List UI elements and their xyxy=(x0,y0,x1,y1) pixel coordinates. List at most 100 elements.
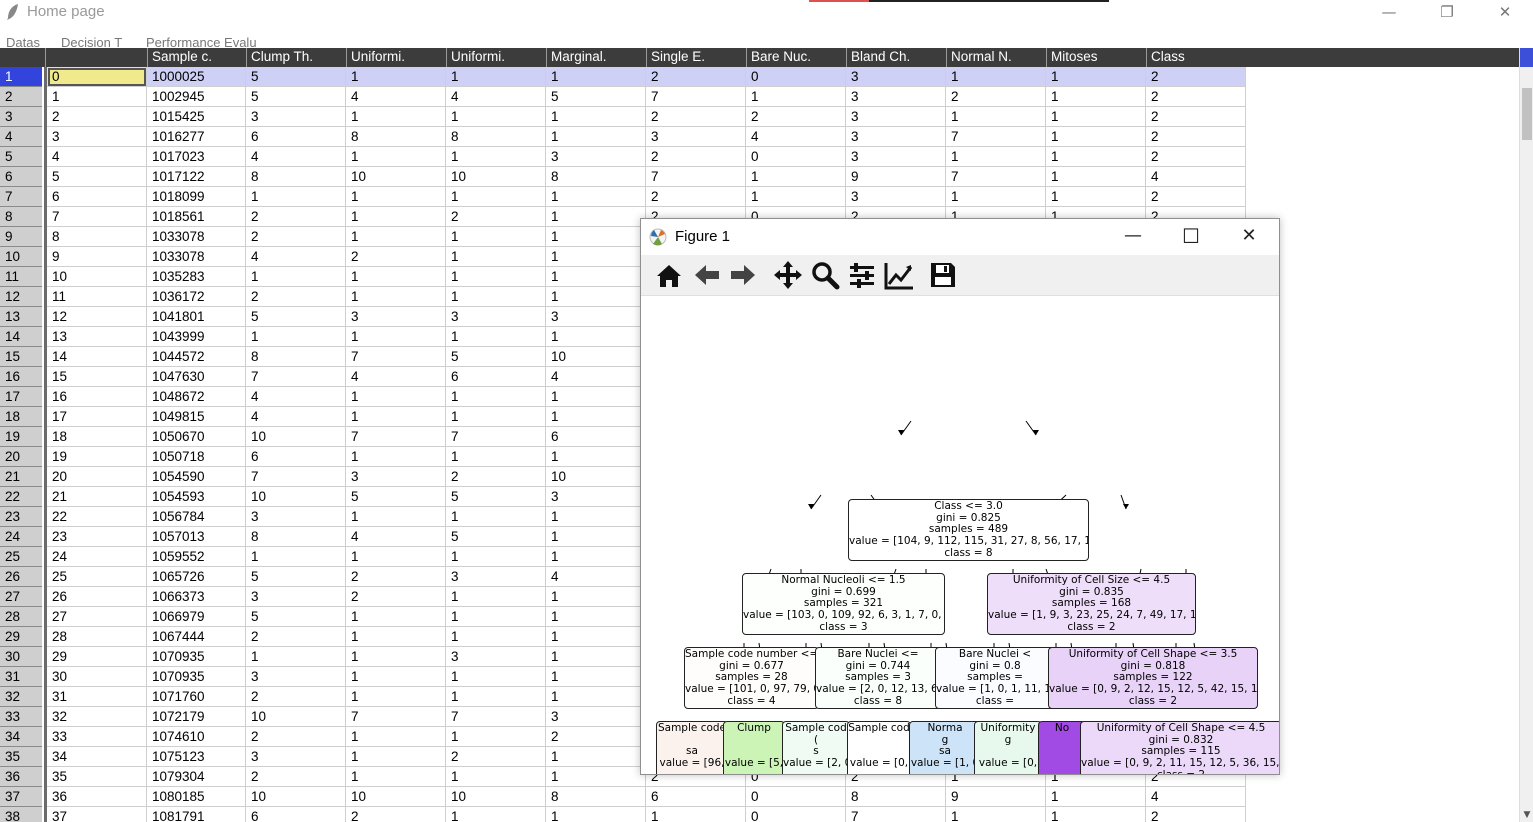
row-index[interactable]: 7 xyxy=(0,187,42,207)
pan-icon[interactable] xyxy=(772,259,804,291)
table-cell[interactable]: 3 xyxy=(546,147,646,167)
table-cell[interactable]: 3 xyxy=(246,107,346,127)
table-cell[interactable]: 8 xyxy=(246,347,346,367)
row-index[interactable]: 26 xyxy=(0,567,42,587)
table-cell[interactable]: 5 xyxy=(346,487,446,507)
table-cell[interactable]: 2 xyxy=(246,727,346,747)
table-cell[interactable]: 6 xyxy=(546,427,646,447)
table-cell[interactable]: 1 xyxy=(546,507,646,527)
table-cell[interactable]: 1041801 xyxy=(147,307,246,327)
table-cell[interactable]: 1 xyxy=(346,207,446,227)
table-cell[interactable]: 1 xyxy=(446,807,546,822)
table-cell[interactable]: 3 xyxy=(346,467,446,487)
row-index[interactable]: 22 xyxy=(0,487,42,507)
table-cell[interactable]: 7 xyxy=(346,427,446,447)
table-cell[interactable]: 10 xyxy=(47,267,147,287)
table-cell[interactable]: 21 xyxy=(47,487,147,507)
table-cell[interactable]: 1 xyxy=(346,227,446,247)
table-cell[interactable]: 2 xyxy=(746,107,846,127)
table-cell[interactable]: 1 xyxy=(446,447,546,467)
table-cell[interactable]: 3 xyxy=(846,187,946,207)
table-cell[interactable]: 1 xyxy=(546,387,646,407)
table-cell[interactable]: 2 xyxy=(446,207,546,227)
column-header[interactable]: Normal N. xyxy=(946,48,1046,67)
table-cell[interactable]: 4 xyxy=(246,247,346,267)
table-cell[interactable]: 1 xyxy=(1046,127,1146,147)
table-cell[interactable]: 1 xyxy=(446,407,546,427)
table-cell[interactable]: 1059552 xyxy=(147,547,246,567)
table-cell[interactable]: 34 xyxy=(47,747,147,767)
table-cell[interactable]: 8 xyxy=(246,167,346,187)
table-cell[interactable]: 32 xyxy=(47,707,147,727)
table-cell[interactable]: 1 xyxy=(546,447,646,467)
table-cell[interactable]: 1 xyxy=(246,267,346,287)
table-cell[interactable]: 1 xyxy=(546,127,646,147)
table-cell[interactable]: 2 xyxy=(646,147,746,167)
column-header[interactable]: Uniformi. xyxy=(346,48,446,67)
table-cell[interactable]: 7 xyxy=(846,807,946,822)
table-cell[interactable]: 1 xyxy=(446,227,546,247)
table-cell[interactable]: 1 xyxy=(446,287,546,307)
table-cell[interactable]: 2 xyxy=(1146,67,1246,87)
table-cell[interactable]: 1 xyxy=(47,87,147,107)
scroll-down-button[interactable]: ▼ xyxy=(1523,810,1531,820)
table-cell[interactable]: 26 xyxy=(47,587,147,607)
table-cell[interactable]: 1 xyxy=(446,187,546,207)
table-cell[interactable]: 3 xyxy=(846,127,946,147)
table-cell[interactable]: 1 xyxy=(546,547,646,567)
table-cell[interactable]: 1 xyxy=(546,607,646,627)
table-cell[interactable]: 1 xyxy=(946,187,1046,207)
table-cell[interactable]: 1 xyxy=(746,87,846,107)
table-cell[interactable]: 1074610 xyxy=(147,727,246,747)
save-icon[interactable] xyxy=(927,259,959,291)
table-cell[interactable]: 5 xyxy=(246,567,346,587)
tab-decision-tree[interactable]: Decision T xyxy=(61,35,123,50)
table-cell[interactable]: 0 xyxy=(746,767,846,787)
row-index[interactable]: 6 xyxy=(0,167,42,187)
table-cell[interactable]: 1065726 xyxy=(147,567,246,587)
table-cell[interactable]: 1 xyxy=(346,627,446,647)
table-cell[interactable]: 2 xyxy=(246,767,346,787)
table-cell[interactable]: 16 xyxy=(47,387,147,407)
table-cell[interactable]: 10 xyxy=(246,427,346,447)
table-cell[interactable]: 1 xyxy=(446,107,546,127)
table-cell[interactable]: 1 xyxy=(1046,787,1146,807)
table-cell[interactable]: 3 xyxy=(846,107,946,127)
column-header[interactable]: Mitoses xyxy=(1046,48,1146,67)
table-cell[interactable]: 1 xyxy=(546,627,646,647)
table-cell[interactable]: 1000025 xyxy=(147,67,246,87)
table-cell[interactable]: 1066979 xyxy=(147,607,246,627)
table-cell[interactable]: 23 xyxy=(47,527,147,547)
row-index[interactable]: 19 xyxy=(0,427,42,447)
table-cell[interactable]: 28 xyxy=(47,627,147,647)
row-index[interactable]: 28 xyxy=(0,607,42,627)
row-index[interactable]: 34 xyxy=(0,727,42,747)
table-cell[interactable]: 3 xyxy=(446,307,546,327)
table-cell[interactable]: 2 xyxy=(1146,767,1246,787)
table-cell[interactable]: 1018099 xyxy=(147,187,246,207)
table-cell[interactable]: 1070935 xyxy=(147,667,246,687)
close-button[interactable]: ✕ xyxy=(1498,3,1512,21)
tab-performance-evaluation[interactable]: Performance Evalu xyxy=(146,35,257,50)
table-cell[interactable]: 1079304 xyxy=(147,767,246,787)
table-cell[interactable]: 9 xyxy=(846,167,946,187)
row-index[interactable]: 4 xyxy=(0,127,42,147)
table-cell[interactable]: 37 xyxy=(47,807,147,822)
table-cell[interactable]: 1018561 xyxy=(147,207,246,227)
table-cell[interactable]: 35 xyxy=(47,767,147,787)
table-cell[interactable]: 2 xyxy=(1146,107,1246,127)
table-cell[interactable]: 2 xyxy=(646,767,746,787)
row-index[interactable]: 33 xyxy=(0,707,42,727)
row-index[interactable]: 20 xyxy=(0,447,42,467)
table-cell[interactable]: 3 xyxy=(246,507,346,527)
table-cell[interactable]: 1 xyxy=(946,807,1046,822)
row-index[interactable]: 9 xyxy=(0,227,42,247)
table-cell[interactable]: 10 xyxy=(546,347,646,367)
table-cell[interactable]: 1 xyxy=(1046,147,1146,167)
table-cell[interactable]: 1 xyxy=(346,687,446,707)
table-cell[interactable]: 1 xyxy=(546,247,646,267)
table-cell[interactable]: 0 xyxy=(746,787,846,807)
